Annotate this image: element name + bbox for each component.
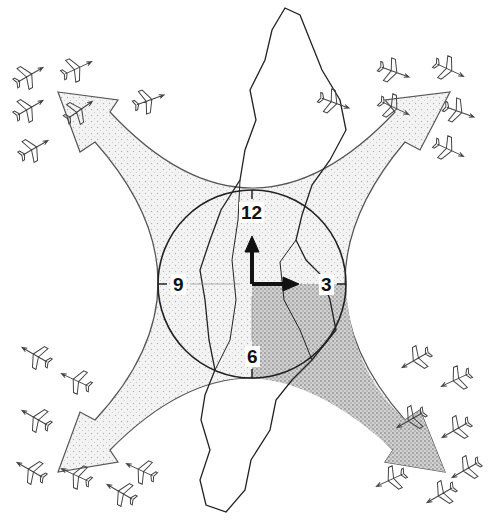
aircraft-symbol [58, 51, 97, 86]
aircraft-group [9, 51, 485, 513]
map-border [215, 180, 240, 370]
aircraft-symbol [130, 84, 168, 117]
clock-numeral: 6 [245, 346, 260, 367]
shaded-quadrant [252, 284, 445, 472]
aircraft-symbol [446, 451, 486, 488]
clock-numeral: 3 [319, 274, 334, 295]
aircraft-symbol [16, 400, 56, 437]
clock-numeral: 9 [171, 274, 186, 295]
clock-ticks [158, 190, 346, 378]
aircraft-symbol [56, 458, 95, 493]
aircraft-symbol [9, 90, 49, 127]
arrow-star [58, 92, 450, 472]
aircraft-symbol [440, 95, 478, 128]
map-outline [200, 8, 346, 512]
aircraft-symbol [396, 341, 436, 378]
aircraft-symbol [16, 337, 56, 374]
clock-axes [190, 284, 252, 340]
clock-hands [245, 236, 299, 291]
aircraft-symbol [59, 92, 99, 130]
map-border [280, 240, 312, 360]
clock-face [158, 190, 346, 378]
aircraft-symbol [101, 474, 141, 511]
aircraft-symbol [436, 411, 476, 448]
aircraft-symbol [421, 476, 461, 513]
aircraft-symbol [436, 362, 475, 397]
aircraft-symbol [56, 363, 95, 398]
aircraft-symbol [14, 130, 54, 167]
aircraft-symbol [121, 453, 160, 488]
clock-numeral: 12 [239, 202, 264, 223]
aircraft-symbol [391, 401, 431, 438]
aircraft-symbol [375, 90, 414, 125]
aircraft-symbol [371, 462, 410, 497]
aircraft-symbol [430, 132, 469, 167]
aircraft-symbol [315, 86, 353, 119]
aircraft-symbol [375, 55, 413, 88]
aircraft-symbol [11, 452, 51, 489]
aircraft-symbol [9, 57, 49, 94]
aircraft-symbol [430, 52, 469, 87]
